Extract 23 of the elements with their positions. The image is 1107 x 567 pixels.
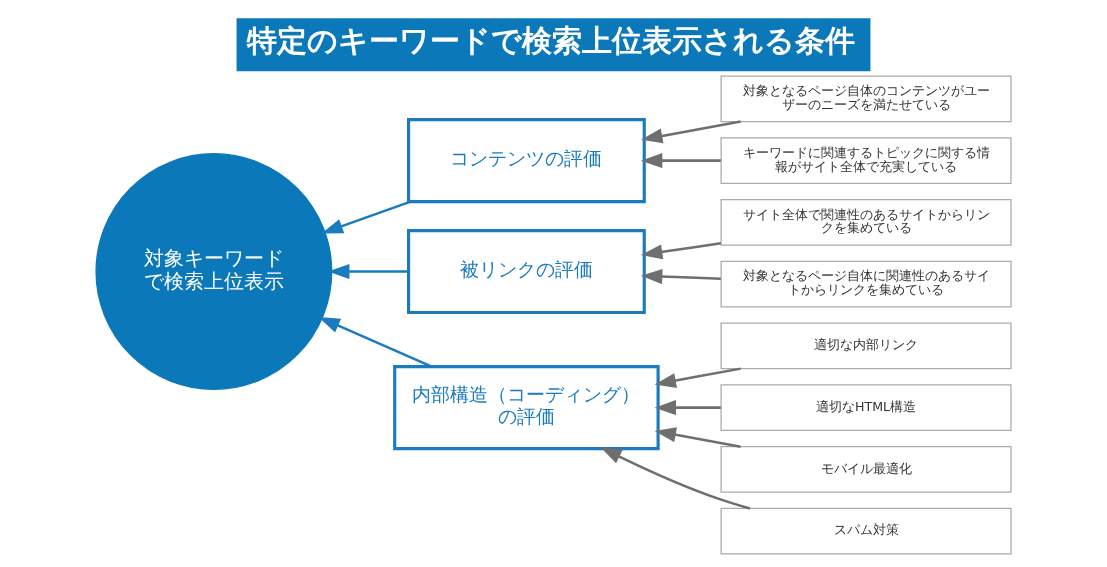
node-box: 内部構造（コーディング）の評価: [393, 365, 660, 451]
node-box: キーワードに関連するトピックに関する情報がサイト全体で充実している: [720, 137, 1012, 184]
node-circle: 対象キーワードで検索上位表示: [95, 153, 333, 390]
node-box: 適切な内部リンク: [720, 322, 1012, 370]
node-box: 被リンクの評価: [407, 229, 646, 315]
arrow: [654, 400, 721, 416]
arrow: [327, 264, 409, 280]
arrow: [641, 120, 741, 144]
arrow: [640, 269, 721, 285]
arrow: [318, 316, 433, 368]
node-box: 対象となるページ自体に関連性のあるサイトからリンクを集めている: [720, 260, 1012, 308]
arrow: [654, 367, 741, 388]
node-box: 対象となるページ自体のコンテンツがユーザーのニーズを満たせている: [720, 75, 1012, 123]
node-box: スパム対策: [720, 507, 1012, 555]
arrow: [640, 242, 721, 260]
node-box: モバイル最適化: [720, 446, 1012, 493]
node-box: コンテンツの評価: [407, 118, 646, 204]
node-box: サイト全体で関連性のあるサイトからリンクを集めている: [720, 199, 1012, 246]
arrow: [321, 200, 411, 234]
diagram-title: 特定のキーワードで検索上位表示される条件: [247, 23, 856, 59]
node-box: 適切なHTML構造: [720, 384, 1012, 431]
arrow: [640, 153, 721, 169]
arrow: [654, 427, 741, 448]
